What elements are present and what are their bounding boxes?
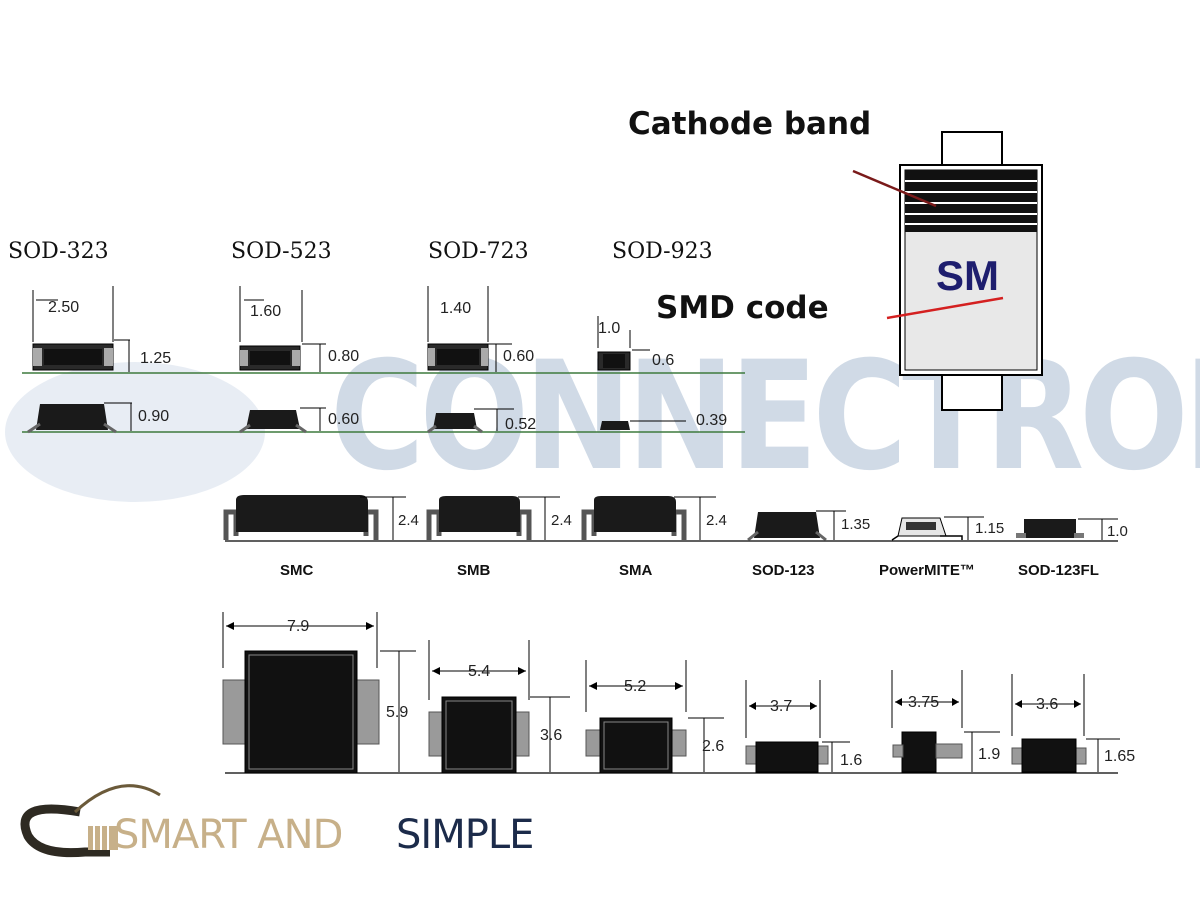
pkg-label-sma: SMA [619,562,653,579]
dim-sma-top-height: 2.6 [702,738,725,755]
logo-text-simple: SIMPLE [396,812,534,858]
dim-sod123fl-top-height: 1.65 [1104,748,1136,765]
dim-sod723-top-height: 0.60 [503,348,535,365]
callout-cathode-band: Cathode band [628,106,872,142]
dim-sod323-width: 2.50 [48,299,80,316]
dim-powermite-side-height: 1.15 [975,520,1005,537]
dim-sma-width: 5.2 [624,678,647,695]
pkg-label-powermite: PowerMITE™ [879,562,975,579]
smd-marking: SM [936,252,999,299]
dim-powermite-top-height: 1.9 [978,746,1001,763]
dim-smb-width: 5.4 [468,663,491,680]
dim-smc-width: 7.9 [287,618,310,635]
dim-sod523-top-height: 0.80 [328,348,360,365]
pkg-label-smb: SMB [457,562,491,579]
dim-sod123fl-side-height: 1.0 [1107,523,1128,540]
dim-sod523-width: 1.60 [250,303,282,320]
dim-sod123fl-width: 3.6 [1036,696,1059,713]
dim-powermite-width: 3.75 [908,694,940,711]
dim-sod123-side-height: 1.35 [841,516,871,533]
callout-smd-code: SMD code [656,290,829,326]
dim-sod123-top-height: 1.6 [840,752,863,769]
dim-smb-top-height: 3.6 [540,727,563,744]
dim-sod723-width: 1.40 [440,300,472,317]
dim-sod923-side-height: 0.39 [696,412,728,429]
dim-sod123-width: 3.7 [770,698,793,715]
dim-smb-side-height: 2.4 [551,512,572,529]
dim-sod323-top-height: 1.25 [140,350,172,367]
dim-smc-side-height: 2.4 [398,512,419,529]
pkg-label-sod123: SOD-123 [752,562,815,579]
pkg-label-sod123fl: SOD-123FL [1018,562,1099,579]
label-sod-723: SOD-723 [428,239,529,264]
dim-smc-top-height: 5.9 [386,704,409,721]
label-sod-523: SOD-523 [231,239,332,264]
label-sod-923: SOD-923 [612,239,713,264]
pkg-label-smc: SMC [280,562,314,579]
dim-sod323-side-height: 0.90 [138,408,170,425]
dim-sod523-side-height: 0.60 [328,411,360,428]
logo-text-smart-and: SMART AND [114,812,343,858]
dim-sod923-top-height: 0.6 [652,352,675,369]
dim-sod723-side-height: 0.52 [505,416,537,433]
dim-sma-side-height: 2.4 [706,512,727,529]
label-sod-323: SOD-323 [8,239,109,264]
dim-sod923-width: 1.0 [598,320,621,337]
